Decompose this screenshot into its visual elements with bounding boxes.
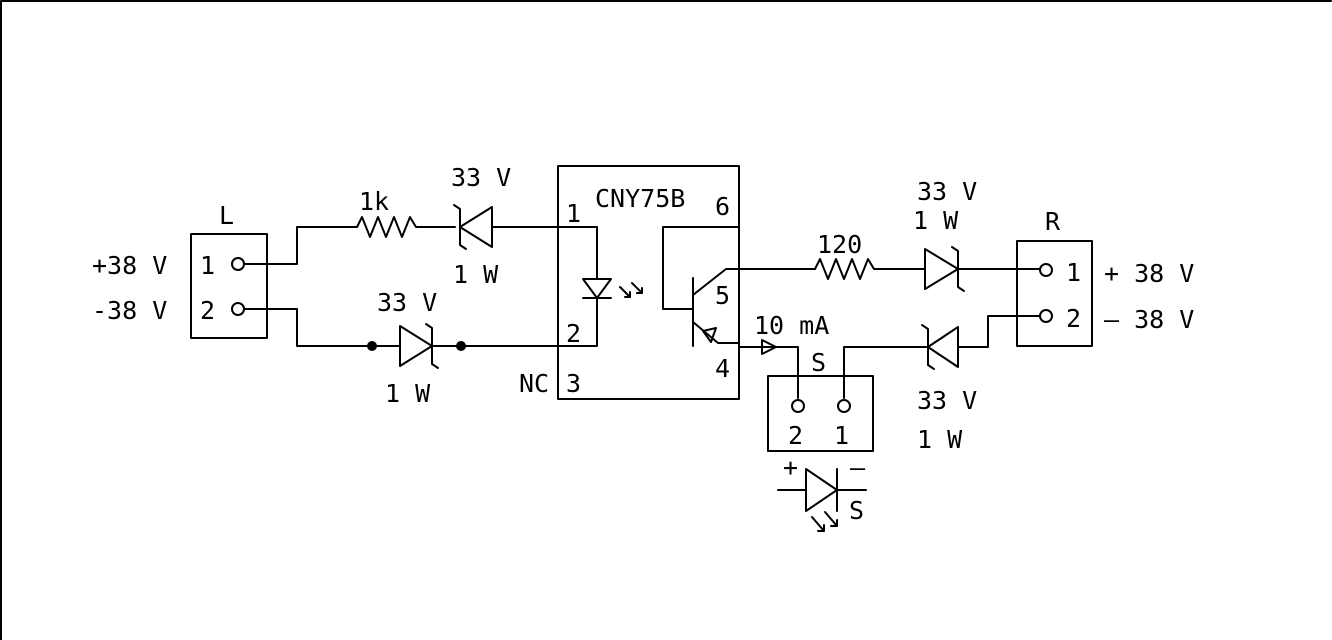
current-arrow (761, 339, 777, 355)
ic-transistor-base (662, 226, 740, 310)
current-label: 10 mA (754, 311, 829, 340)
zener-top-left-power: 1 W (453, 260, 499, 289)
zener-diode-bottom-right: 33 V 1 W (843, 324, 977, 454)
connector-s-pin1: 1 (834, 421, 849, 450)
connector-s-pin2: 2 (788, 421, 803, 450)
ic-transistor-collector (692, 268, 740, 296)
wire-l1 (243, 226, 358, 265)
connector-l-pin2: 2 (200, 296, 215, 325)
zener-bottom-right-voltage: 33 V (917, 386, 977, 415)
led-s: + – S (777, 453, 867, 532)
wire-pin4 (738, 342, 799, 399)
left-positive-voltage: +38 V (92, 251, 167, 280)
resistor-120-value: 120 (817, 230, 862, 259)
zener-bottom-left-voltage: 33 V (377, 288, 437, 317)
ic-emitter-arrow (702, 327, 717, 343)
connector-l-label: L (219, 201, 234, 230)
resistor-120: 120 (814, 230, 926, 280)
led-s-minus: – (850, 453, 866, 482)
ic-nc-label: NC (519, 369, 549, 398)
left-negative-voltage: -38 V (92, 296, 167, 325)
wire-r2 (957, 315, 1041, 348)
ic-pin2: 2 (566, 319, 581, 348)
ic-part-number: CNY75B (595, 184, 685, 213)
zener-bottom-right-power: 1 W (917, 425, 963, 454)
led-s-label: S (849, 496, 864, 525)
zener-diode-top-left: 33 V 1 W (451, 163, 559, 289)
ic-pin4: 4 (715, 354, 730, 383)
right-negative-voltage: – 38 V (1104, 305, 1194, 334)
wire-l2 (243, 308, 401, 347)
right-positive-voltage: + 38 V (1104, 259, 1194, 288)
ic-led-wire (557, 226, 598, 347)
zener-bottom-left-power: 1 W (385, 379, 431, 408)
zener-top-right-power: 1 W (913, 206, 959, 235)
optocoupler-ic: CNY75B 1 2 3 4 5 6 NC (519, 165, 740, 400)
ic-pin1: 1 (566, 199, 581, 228)
ic-pin3: 3 (566, 369, 581, 398)
ic-transistor-emitter (692, 321, 740, 344)
resistor-1k-value: 1k (359, 187, 389, 216)
zener-top-left-voltage: 33 V (451, 163, 511, 192)
ic-led-arrows (619, 282, 643, 298)
connector-r-pin2: 2 (1066, 304, 1081, 333)
junction-dot (367, 341, 377, 351)
led-s-arrows (811, 511, 838, 532)
junction-dot (456, 341, 466, 351)
ic-pin6: 6 (715, 192, 730, 221)
connector-r-pin1: 1 (1066, 258, 1081, 287)
connector-l: L 1 2 (190, 201, 268, 339)
ic-pin5: 5 (715, 281, 730, 310)
zener-diode-bottom-left: 33 V 1 W (367, 288, 559, 408)
resistor-1k: 1k (356, 187, 456, 238)
zener-diode-top-right: 33 V 1 W (913, 177, 1041, 292)
connector-l-pin1: 1 (200, 251, 215, 280)
connector-r: R 1 2 (1016, 207, 1093, 347)
connector-s-label: S (811, 348, 826, 377)
zener-top-right-voltage: 33 V (917, 177, 977, 206)
connector-s: S 2 1 (767, 348, 874, 452)
led-s-plus: + (783, 453, 798, 482)
connector-r-label: R (1045, 207, 1061, 236)
ic-led-triangle (582, 278, 612, 299)
